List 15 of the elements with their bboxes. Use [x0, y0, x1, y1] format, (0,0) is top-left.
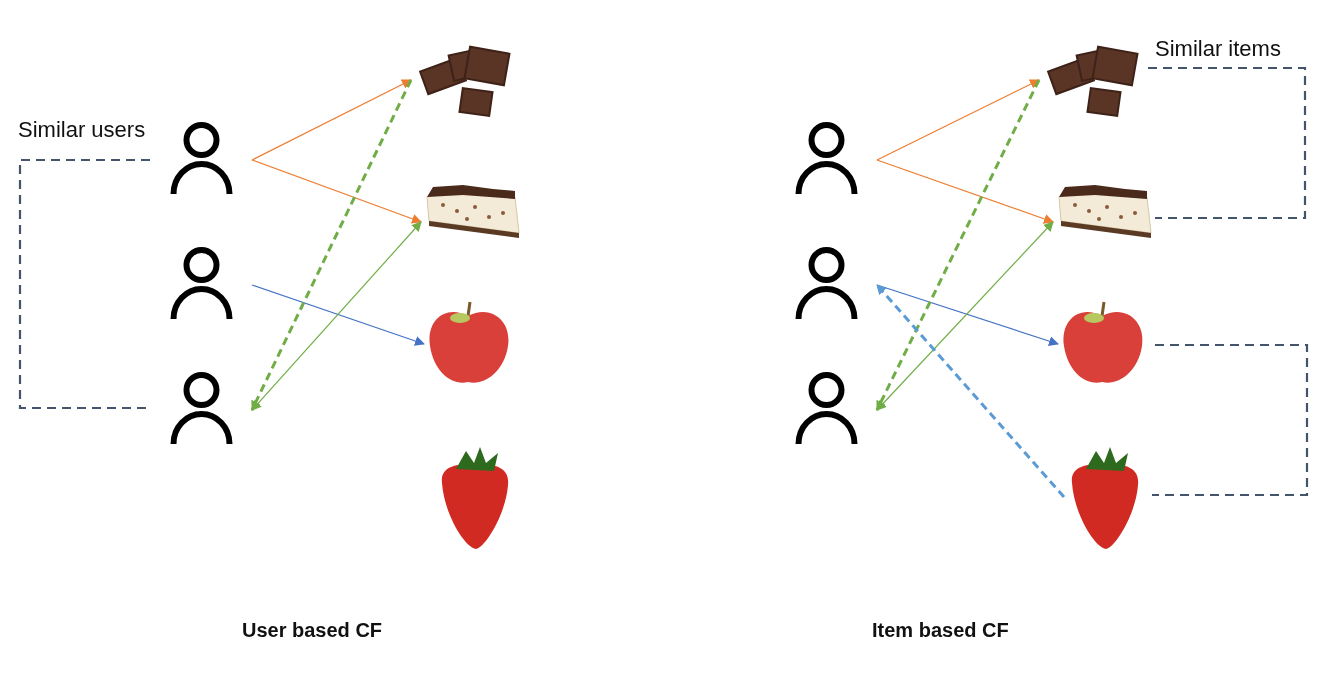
arrow [251, 284, 425, 346]
bracket-label: Similar items [1155, 36, 1281, 62]
arrow [875, 284, 1066, 498]
panel-title: User based CF [242, 619, 383, 642]
arrow [876, 221, 1054, 411]
arrow [876, 79, 1040, 161]
arrow [250, 79, 413, 411]
bracket-label: Similar users [18, 117, 146, 143]
panel-title: Item based CF [872, 619, 1009, 642]
arrow [251, 159, 422, 224]
arrow [251, 221, 422, 411]
arrow [876, 159, 1054, 224]
arrow [876, 284, 1059, 346]
arrow [875, 79, 1041, 411]
arrow [251, 79, 412, 161]
